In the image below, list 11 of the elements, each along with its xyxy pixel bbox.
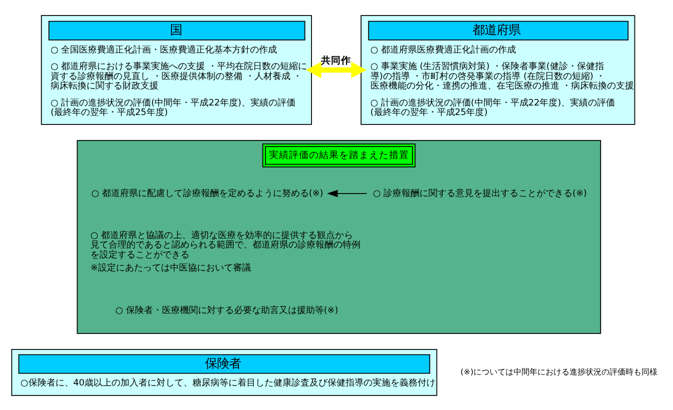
label: (※)については中間年における進捗状況の評価時も同様: [460, 366, 658, 376]
node-text: ○ 診療報酬に関する意見を提出することができる(※): [373, 188, 587, 199]
arrow: [306, 61, 367, 78]
edge-label: 共同作: [321, 55, 352, 66]
arrow: [327, 189, 368, 197]
node-box: 保険者 ○保険者に、40歳以上の加入者に対して、糖尿病等に着目した健康診査及び保健指導の実施を義務付け: [11, 348, 438, 396]
node-text: ○ 都道府県と協議の上、適切な医療を効率的に提供する観点から見て合理的であると認められる範囲で、都道府県の診療報酬の特例を設定することができる ※設定にあたっては中医協において審議: [90, 230, 361, 274]
node-box: 国 ○ 全国医療費適正化計画・医療費適正化基本方針の作成 ○ 都道府県における事業実施への支援 ・平均在院日数の短縮に資する診療報酬の見直し ・医療提供体制の整備 ・人材養成 ・病床転換に関する財政支援 ○ 計画の進捗状況の評価(中間年・平成22年度)、実績の評価(最終年の翌年・平成25年度): [40, 14, 312, 124]
node-text: ○ 都道府県に配慮して診療報酬を定めるように努める(※): [91, 188, 324, 199]
node-text: ○ 保険者・医療機関に対する必要な助言又は援助等(※): [115, 306, 338, 316]
node-box: 都道府県 ○ 都道府県医療費適正化計画の作成 ○ 事業実施 (生活習慣病対策) ・保険者事業(健診・保健指導)の指導 ・市町村の啓発事業の指導 (在院日数の短縮) ・医療機能の分化・連携の推進、在宅医療の推進 ・病床転換の支援 ○ 計画の進捗状況の評価(中間年・平成22年度)、実績の評価(最終年の翌年・平成25年度): [360, 14, 636, 124]
